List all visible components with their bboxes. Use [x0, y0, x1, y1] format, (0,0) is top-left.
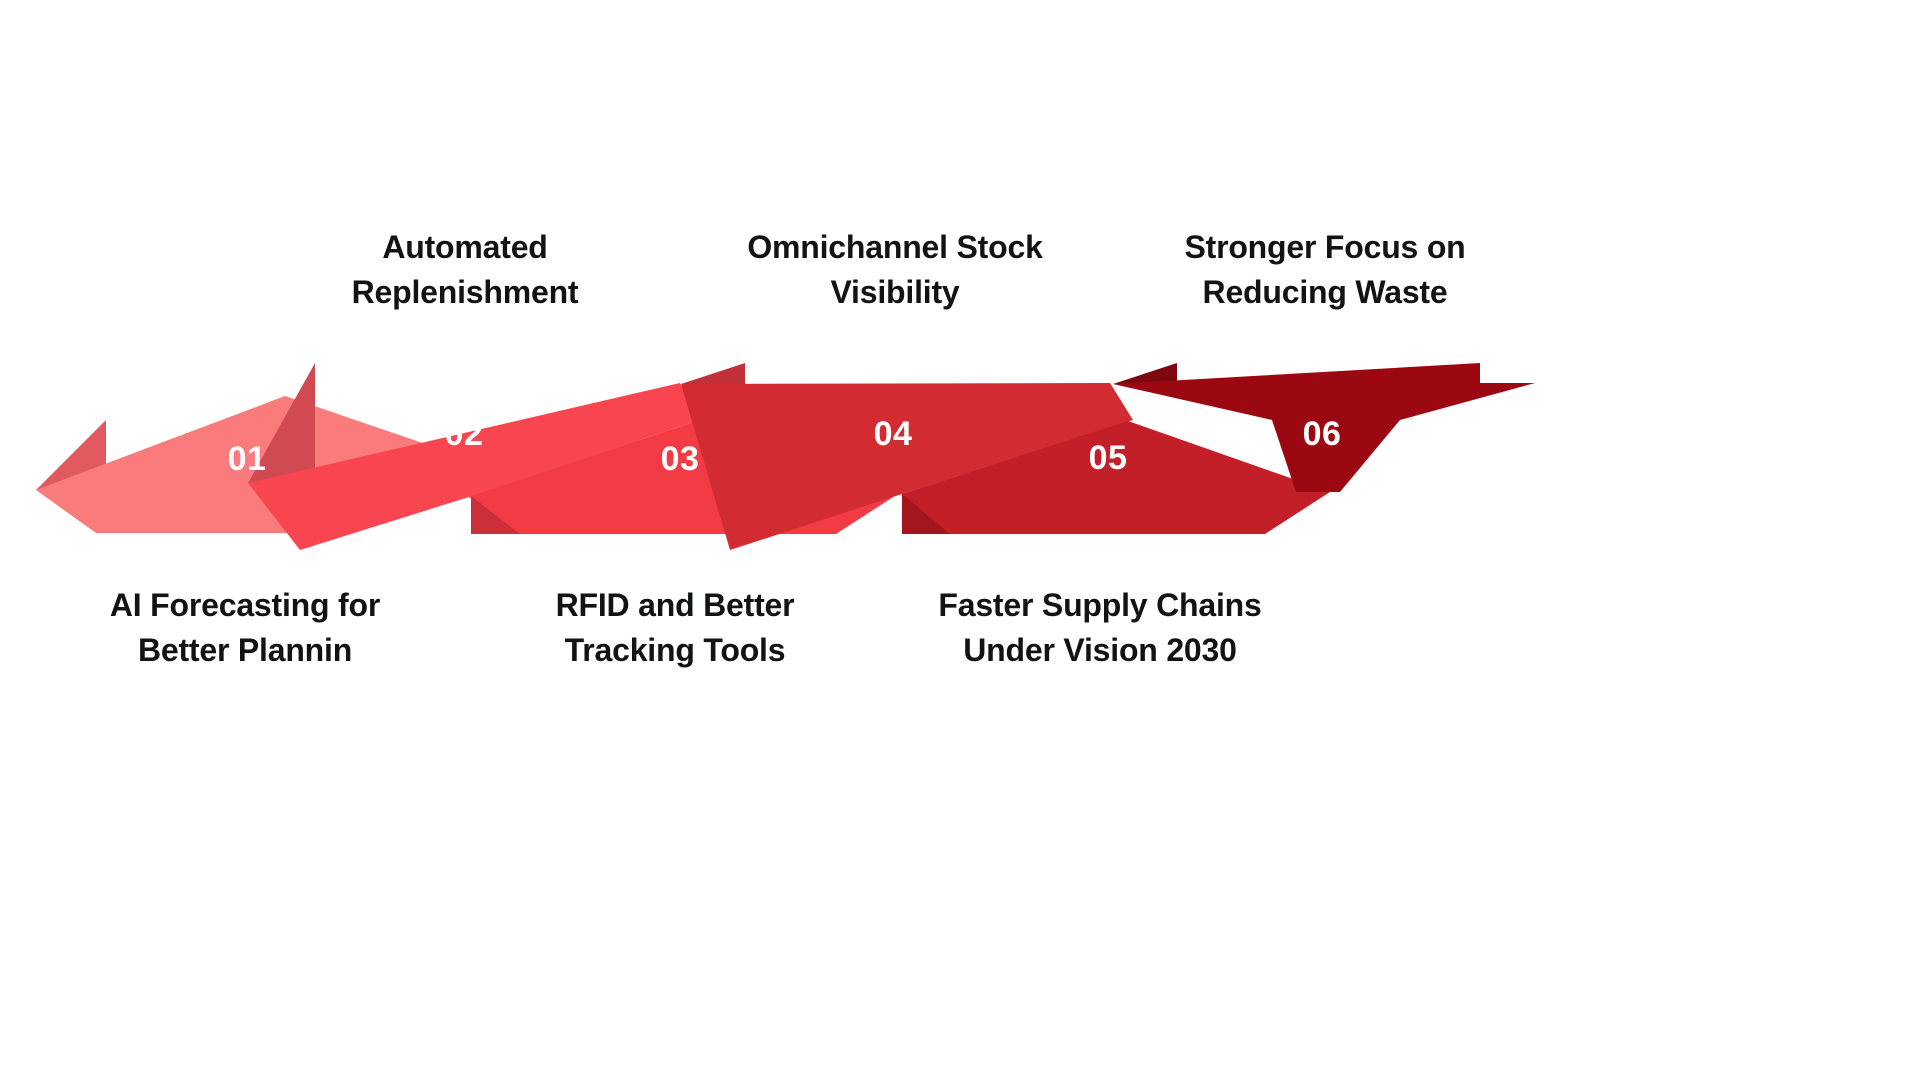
step-number-04: 04 — [874, 415, 913, 453]
arrow-step-04[interactable] — [681, 363, 1133, 550]
step-label-03: RFID and Better Tracking Tools — [555, 587, 795, 668]
arrow-step-02-body — [248, 383, 700, 550]
step-label-06: Stronger Focus on Reducing Waste — [1184, 229, 1466, 310]
arrow-step-06-body — [1113, 363, 1535, 492]
arrow-step-06[interactable] — [1113, 363, 1535, 492]
arrow-step-02-barb — [248, 363, 315, 483]
step-number-06: 06 — [1303, 415, 1342, 453]
step-label-01: AI Forecasting for Better Plannin — [109, 587, 381, 668]
arrow-step-02[interactable] — [248, 363, 700, 550]
step-label-05: Faster Supply Chains Under Vision 2030 — [938, 587, 1262, 668]
arrow-step-05-body — [902, 421, 1330, 534]
step-label-02: Automated Replenishment — [351, 229, 579, 310]
step-number-01: 01 — [228, 440, 267, 478]
step-label-04: Omnichannel Stock Visibility — [747, 229, 1043, 310]
arrow-step-04-body — [681, 383, 1133, 550]
step-number-02: 02 — [445, 415, 484, 453]
arrow-step-06-barb — [1113, 363, 1177, 384]
step-number-03: 03 — [661, 440, 700, 478]
step-number-05: 05 — [1089, 439, 1128, 477]
arrow-step-05[interactable] — [902, 421, 1330, 534]
arrow-step-04-barb — [681, 363, 745, 384]
